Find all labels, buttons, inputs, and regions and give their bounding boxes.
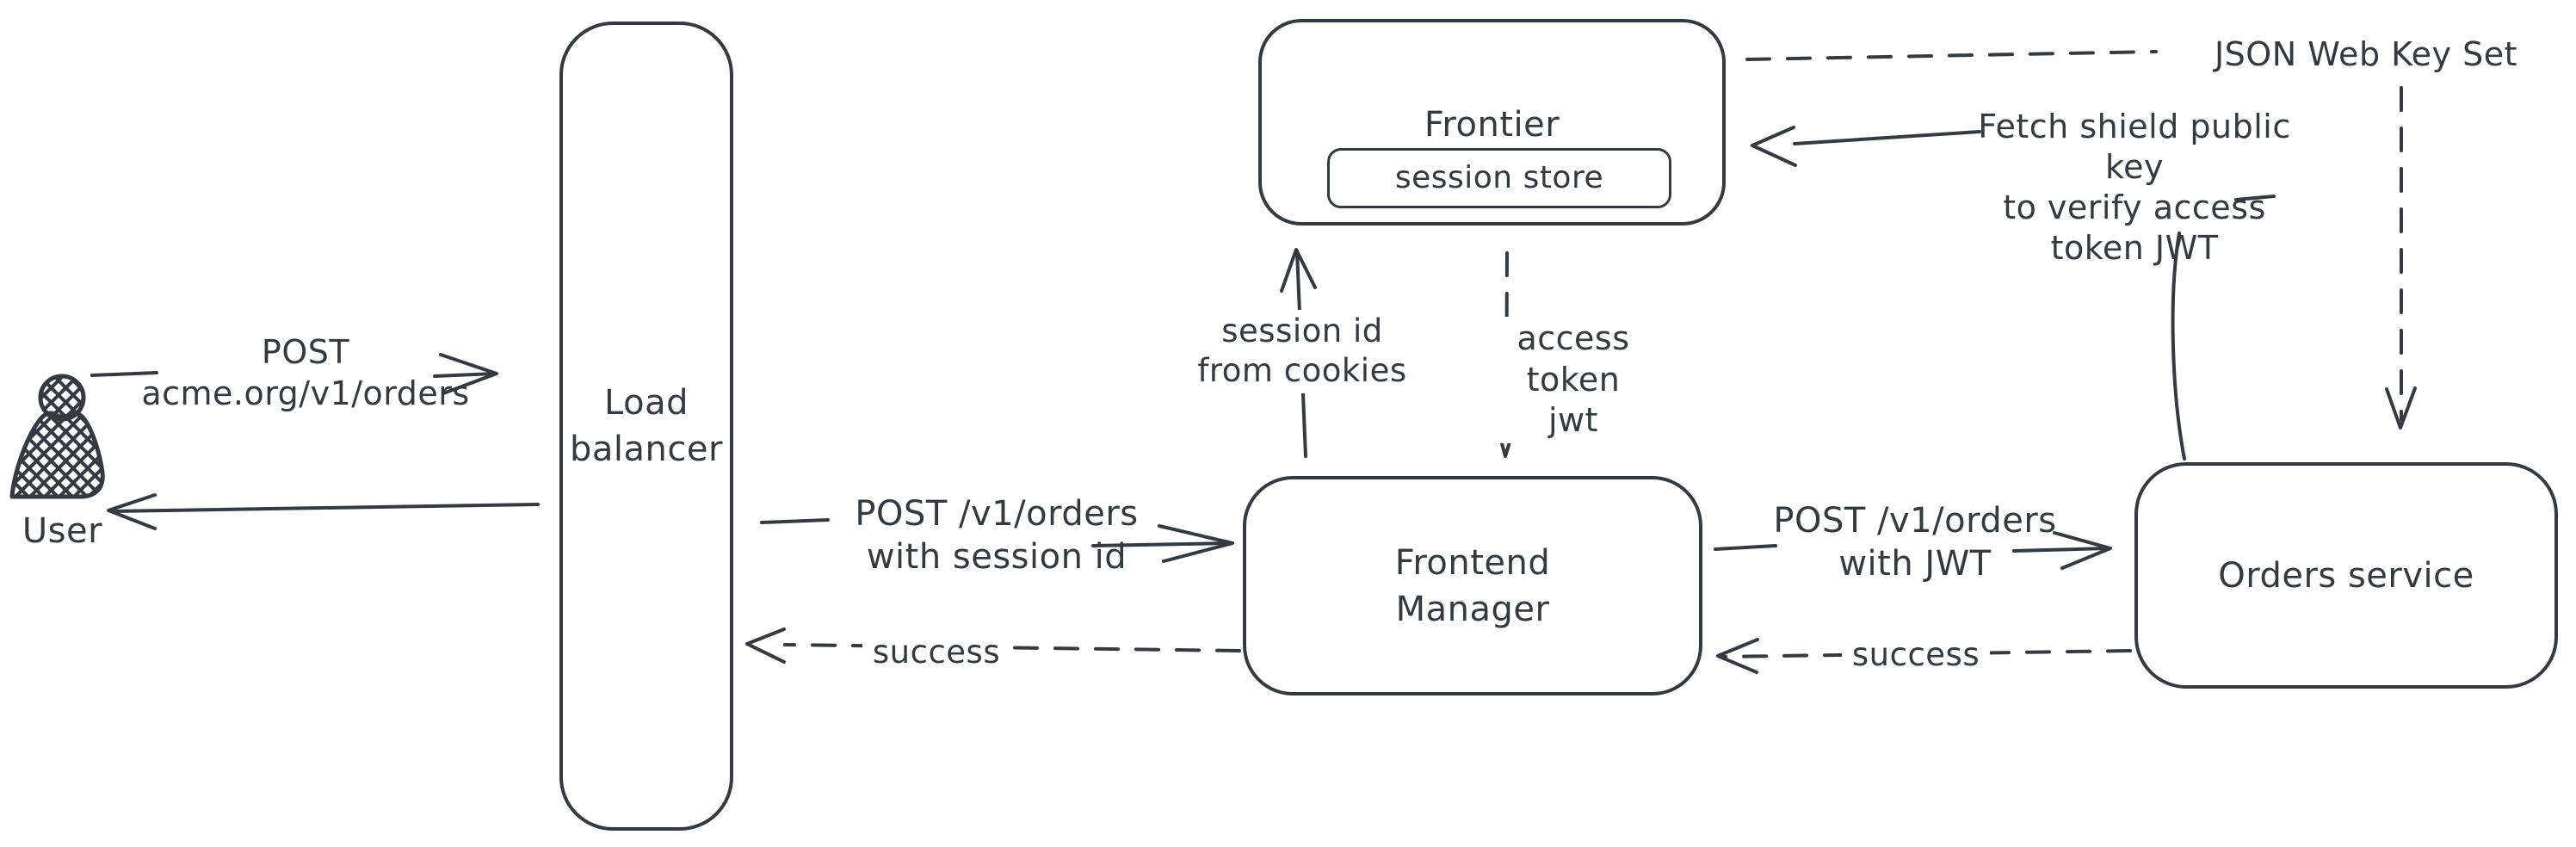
edge-label-json-web-key-set: JSON Web Key Set [2214, 35, 2518, 73]
node-load-balancer: Load balancer [559, 22, 733, 831]
arrow-lb-to-fm-start [760, 518, 830, 524]
arrow-orders-to-fm-head [1716, 638, 1759, 674]
arrow-fm-to-lb-shaft [783, 643, 1241, 652]
arrow-lb-to-user-shaft [110, 503, 540, 513]
arrow-fm-to-lb-head [745, 628, 786, 664]
arrow-fm-to-orders-shaft [2012, 547, 2109, 553]
frontend-manager-label: Frontend Manager [1394, 542, 1551, 629]
edge-label-post-jwt: POST /v1/orders with JWT [1773, 501, 2057, 584]
node-session-store: session store [1327, 148, 1671, 208]
edge-label-session-id-cookies: session id from cookies [1192, 310, 1412, 393]
edge-label-post-acme: POST acme.org/v1/orders [141, 333, 470, 412]
arrow-lb-to-fm-shaft [1091, 541, 1231, 547]
arrow-orders-to-frontier-curve [2171, 232, 2186, 461]
line-frontier-to-jwks [1745, 50, 2158, 61]
arrow-user-to-lb-start [90, 371, 158, 377]
node-frontend-manager: Frontend Manager [1243, 476, 1702, 696]
edge-label-access-token-jwt: access token jwt [1463, 317, 1683, 443]
arrow-fm-to-orders-start [1714, 544, 1777, 551]
node-orders-service: Orders service [2134, 462, 2558, 689]
arrow-orders-to-frontier-head [1751, 126, 1797, 167]
arrow-lb-to-user-head [107, 493, 157, 530]
edge-label-success-left: success [862, 631, 1010, 675]
arrow-fm-to-orders-head [2053, 531, 2112, 570]
arrow-user-to-lb-head [439, 353, 498, 395]
user-label: User [22, 511, 103, 551]
user-icon [9, 374, 105, 499]
orders-service-label: Orders service [2218, 555, 2474, 596]
load-balancer-label: Load balancer [570, 383, 723, 469]
edge-label-post-session-id: POST /v1/orders with session id [855, 494, 1139, 577]
node-frontier: Frontier session store [1258, 19, 1726, 226]
edge-label-fetch-shield-key: Fetch shield public key to verify access… [1978, 108, 2291, 268]
session-store-label: session store [1394, 159, 1604, 195]
arrow-user-to-lb-shaft [433, 372, 497, 378]
arrow-lb-to-fm-head [1158, 524, 1234, 563]
frontier-label: Frontier [1424, 105, 1560, 145]
arrow-fm-to-frontier-head [1280, 248, 1317, 293]
arrow-jwks-to-orders-head [2385, 386, 2417, 430]
arrow-orders-to-frontier-elbow [2234, 195, 2276, 201]
edge-label-success-right: success [1842, 634, 1990, 677]
arrow-orders-to-frontier-shaft [1793, 130, 1981, 145]
